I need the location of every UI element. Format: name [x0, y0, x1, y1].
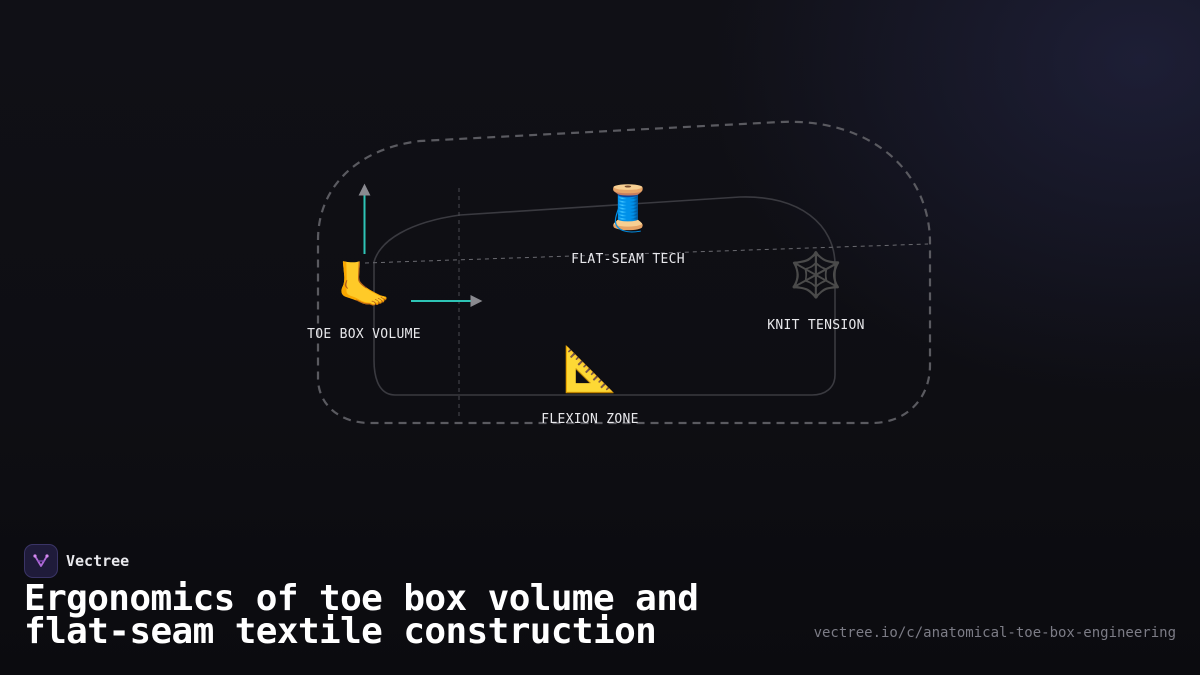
- brand-name: Vectree: [66, 552, 130, 570]
- web-icon: 🕸️: [788, 250, 844, 301]
- outer-shoe-outline: [316, 120, 932, 425]
- brand: Vectree: [24, 544, 129, 578]
- knit-tension-label: KNIT TENSION: [767, 318, 865, 333]
- slanted-guide-line: [364, 243, 929, 264]
- flexion-zone-label: FLEXION ZONE: [541, 412, 639, 427]
- triangular-ruler-icon: 📐: [562, 344, 618, 395]
- page-url[interactable]: vectree.io/c/anatomical-toe-box-engineer…: [813, 625, 1176, 641]
- toe-box-volume-label: TOE BOX VOLUME: [307, 327, 421, 342]
- page-title: Ergonomics of toe box volume and flat-se…: [24, 578, 699, 652]
- flat-seam-tech-label: FLAT-SEAM TECH: [571, 252, 685, 267]
- thread-spool-icon: 🧵: [600, 183, 656, 234]
- foot-icon: 🦶: [336, 260, 392, 311]
- vectree-logo-icon: [24, 544, 58, 578]
